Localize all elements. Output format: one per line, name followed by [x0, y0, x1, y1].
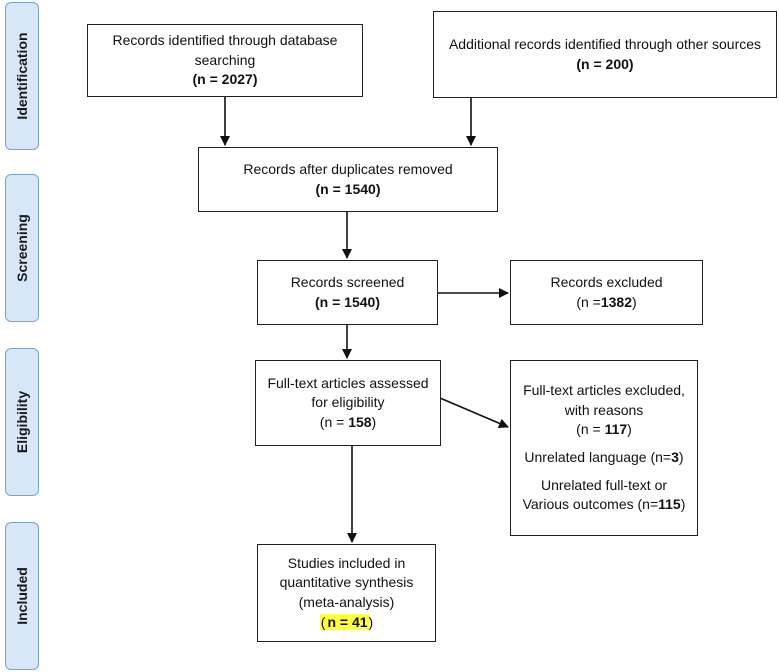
- reason-unrelated-language: Unrelated language (n=3): [524, 449, 684, 465]
- box-additional-records-other-sources: Additional records identified through ot…: [433, 11, 777, 98]
- box-records-database-searching: Records identified through database sear…: [87, 24, 363, 97]
- box-records-screened: Records screened (n = 1540): [257, 260, 438, 325]
- phase-eligibility: Eligibility: [5, 348, 39, 496]
- phase-identification: Identification: [5, 2, 39, 150]
- box-fulltext-assessed: Full-text articles assessed for eligibil…: [255, 360, 441, 446]
- after-duplicates-count: (n = 1540): [315, 180, 381, 197]
- other-sources-label: Additional records identified through ot…: [448, 35, 762, 52]
- after-duplicates-label: Records after duplicates removed: [243, 160, 453, 177]
- box-records-after-duplicates: Records after duplicates removed (n = 15…: [198, 147, 498, 212]
- phase-included: Included: [5, 522, 39, 670]
- box-fulltext-excluded: Full-text articles excluded, with reason…: [510, 360, 698, 536]
- excluded-label: Records excluded: [550, 273, 663, 290]
- db-search-count: (n = 2027): [192, 71, 258, 88]
- included-line3: (meta-analysis): [298, 594, 395, 610]
- included-count: (n = 41): [319, 613, 374, 630]
- screened-count: (n = 1540): [315, 293, 380, 310]
- included-line2: quantitative synthesis: [279, 574, 414, 591]
- arrow-fulltext-to-excluded: [439, 397, 509, 429]
- phase-screening: Screening: [5, 174, 39, 322]
- db-search-label: Records identified through database sear…: [112, 32, 338, 68]
- box-records-excluded: Records excluded (n =1382): [510, 260, 703, 325]
- included-line1: Studies included in: [287, 554, 406, 571]
- box-studies-included: Studies included in quantitative synthes…: [257, 544, 436, 642]
- fulltext-assessed-line1: Full-text articles assessed: [267, 374, 429, 391]
- fulltext-excluded-line2: with reasons: [564, 401, 644, 418]
- fulltext-excluded-count: (n = 117): [576, 421, 632, 438]
- other-sources-count: (n = 200): [576, 55, 634, 72]
- reason-various-outcomes: Various outcomes (n=115): [522, 496, 686, 513]
- fulltext-excluded-line1: Full-text articles excluded,: [523, 382, 685, 399]
- excluded-count: (n =1382): [576, 293, 637, 310]
- fulltext-assessed-count: (n = 158): [319, 413, 377, 430]
- reason-unrelated-fulltext-line1: Unrelated full-text or: [540, 476, 668, 493]
- fulltext-assessed-line2: for eligibility: [311, 394, 385, 411]
- screened-label: Records screened: [290, 273, 405, 290]
